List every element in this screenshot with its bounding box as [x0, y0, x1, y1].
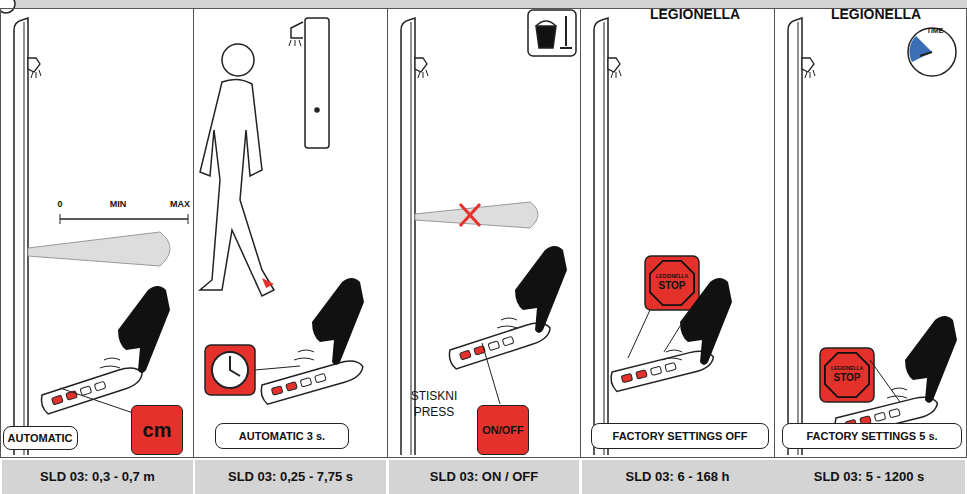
remote-control	[39, 363, 145, 414]
range-cell: SLD 03: 0,3 - 0,7 m	[2, 460, 193, 494]
scale-mark: MAX	[170, 200, 190, 209]
hand	[887, 316, 957, 403]
node-text: STOP	[833, 372, 860, 384]
node-text: SLD 03: 0,25 - 7,75 s	[228, 470, 353, 485]
icon-text: TIME	[927, 27, 944, 34]
button-on-off: ON/OFF	[477, 405, 529, 455]
node-text: SLD 03: 6 - 168 h	[625, 470, 729, 485]
cross-mark	[460, 204, 480, 226]
range-cell: SLD 03: 6 - 168 h	[582, 460, 773, 494]
node-text: LEGIONELLA	[656, 274, 688, 280]
hand	[497, 246, 567, 333]
node-text: AUTOMATIC	[8, 432, 73, 445]
node-text: SLD 03: 0,3 - 0,7 m	[40, 470, 155, 485]
node-text: ON/OFF	[482, 424, 524, 437]
sensor-beam	[415, 202, 538, 228]
mode-box: FACTORY SETTINGS OFF	[591, 423, 769, 449]
node-text: AUTOMATIC 3 s.	[239, 430, 325, 443]
range-cell: SLD 03: 5 - 1200 s	[773, 460, 965, 494]
stop-button	[820, 348, 874, 402]
range-ruler	[60, 218, 188, 220]
legionella-stop: LEGIONELLASTOP	[649, 260, 695, 306]
panel-heading: LEGIONELLA	[650, 7, 740, 21]
legionella-stop: LEGIONELLASTOP	[824, 352, 870, 398]
clock-icon	[205, 345, 255, 395]
shower-column	[289, 18, 329, 148]
panel-frames	[1, 8, 967, 458]
scale-mark: 0	[57, 200, 62, 209]
scale-mark: MIN	[110, 200, 127, 209]
button-cm: cm	[131, 405, 183, 455]
mode-box: AUTOMATIC	[3, 426, 78, 450]
walking-person	[200, 44, 274, 296]
sensor-beam	[28, 232, 170, 266]
range-cell: SLD 03: ON / OFF	[389, 460, 579, 494]
hand	[100, 286, 170, 373]
node-text: SLD 03: 5 - 1200 s	[814, 470, 925, 485]
motion-arrow	[262, 278, 274, 288]
mode-box: AUTOMATIC 3 s.	[215, 423, 349, 449]
wall-shower	[788, 18, 815, 455]
wall-shower	[14, 18, 41, 455]
timer-icon	[908, 28, 956, 76]
panel-heading: LEGIONELLA	[831, 7, 921, 21]
remote-control	[259, 357, 365, 405]
top-bar	[0, 0, 967, 8]
hand	[294, 278, 364, 365]
node-text: FACTORY SETTINGS 5 s.	[806, 430, 937, 443]
instruction-text: PRESS	[414, 406, 455, 418]
node-text: LEGIONELLA	[831, 366, 863, 372]
node-text: STOP	[658, 280, 685, 292]
cleaning-icon	[528, 10, 576, 56]
node-text: FACTORY SETTINGS OFF	[613, 430, 748, 443]
instruction-text: STISKNI	[411, 390, 458, 402]
range-cell: SLD 03: 0,25 - 7,75 s	[195, 460, 386, 494]
node-text: cm	[143, 419, 172, 442]
stop-button	[645, 256, 699, 310]
node-text: SLD 03: ON / OFF	[430, 470, 538, 485]
mode-box: FACTORY SETTINGS 5 s.	[782, 423, 962, 449]
remote-control	[609, 347, 716, 392]
